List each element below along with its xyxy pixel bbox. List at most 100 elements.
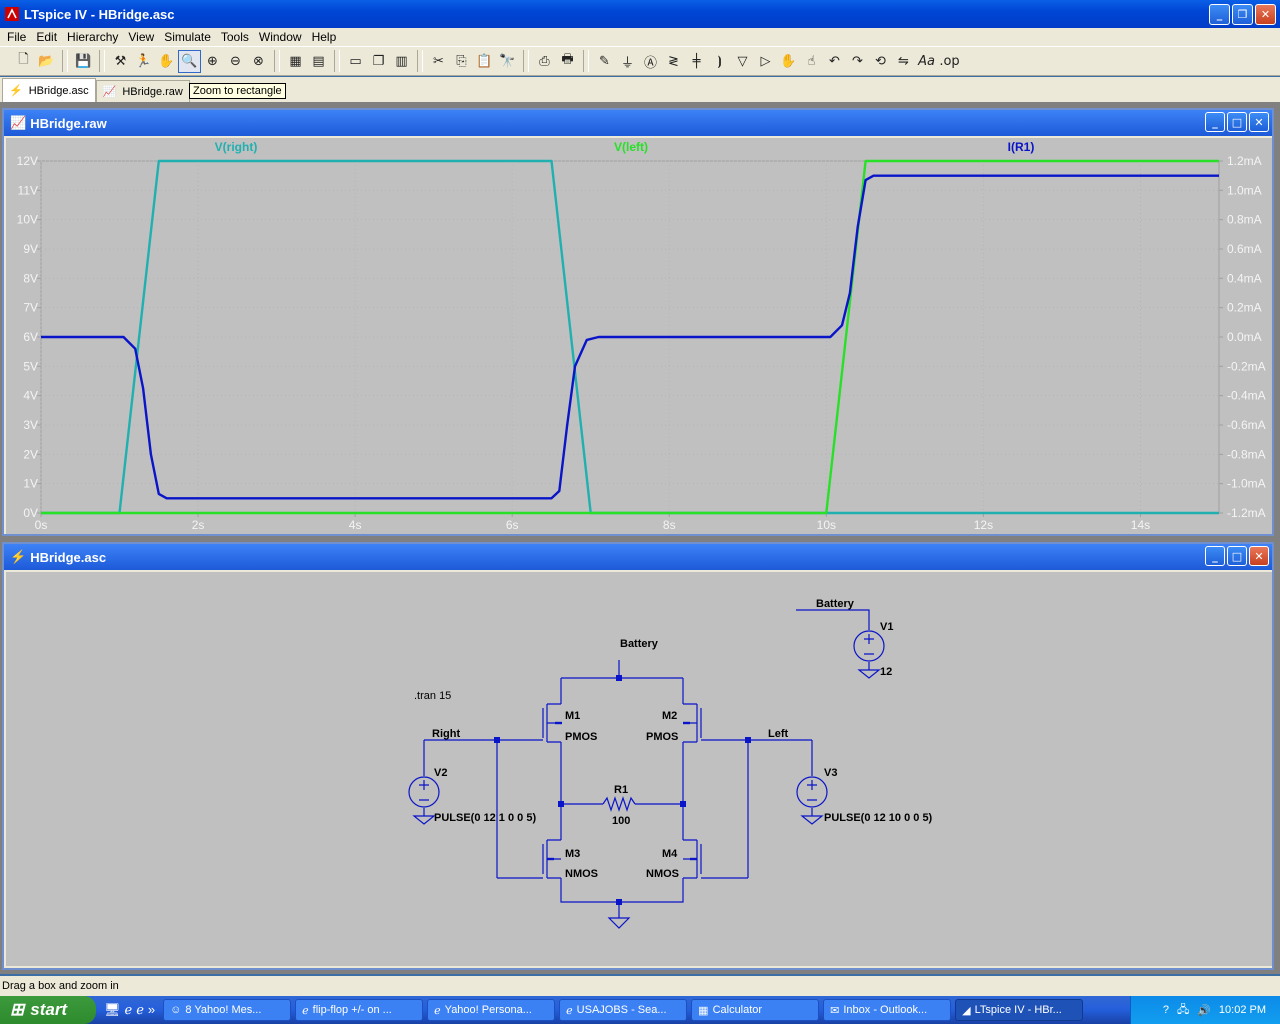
schematic-window-titlebar[interactable]: ⚡ HBridge.asc _ □ ✕ — [4, 544, 1272, 570]
label-m1-model[interactable]: PMOS — [565, 731, 597, 743]
find-icon[interactable]: 🔭 — [499, 53, 516, 69]
taskbar-item-ltspice[interactable]: ◢LTspice IV - HBr... — [955, 999, 1084, 1021]
taskbar-item-calculator[interactable]: ▦Calculator — [691, 999, 820, 1021]
component-icon[interactable]: ▷ — [760, 53, 771, 69]
label-v3[interactable]: V3 — [824, 767, 837, 779]
waveform-window-titlebar[interactable]: 📈 HBridge.raw _ □ ✕ — [4, 110, 1272, 136]
minimize-button[interactable]: _ — [1205, 112, 1225, 132]
run-icon[interactable]: 🏃 — [135, 53, 152, 69]
taskbar-item-outlook[interactable]: ✉Inbox - Outlook... — [823, 999, 952, 1021]
menu-simulate[interactable]: Simulate — [164, 30, 211, 44]
undo-icon[interactable]: ↶ — [829, 53, 840, 69]
voltage-source-v1[interactable] — [853, 630, 885, 662]
open-icon[interactable]: 📂 — [38, 53, 55, 69]
net-label-battery[interactable]: Battery — [620, 638, 659, 650]
zoom-out-icon[interactable]: ⊖ — [230, 53, 241, 69]
settings-icon[interactable]: ⚒ — [114, 53, 127, 69]
ground-icon[interactable]: ⏚ — [620, 55, 634, 71]
capacitor-icon[interactable]: ╪ — [692, 53, 701, 69]
label-m3-model[interactable]: NMOS — [565, 868, 598, 880]
label-m4[interactable]: M4 — [662, 848, 678, 860]
save-icon[interactable]: 💾 — [75, 53, 92, 69]
print-setup-icon[interactable]: ⎙ — [539, 53, 550, 69]
menu-hierarchy[interactable]: Hierarchy — [67, 30, 119, 44]
volume-icon[interactable]: 🔊 — [1197, 1004, 1211, 1017]
zoom-in-icon[interactable]: ⊕ — [207, 53, 218, 69]
ie-icon[interactable]: ℯ — [124, 1002, 133, 1017]
menu-tools[interactable]: Tools — [220, 30, 249, 44]
maximize-button[interactable]: □ — [1227, 112, 1247, 132]
app-titlebar[interactable]: LTspice IV - HBridge.asc _ ❐ ✕ — [0, 0, 1280, 28]
spice-directive-tran[interactable]: .tran 15 — [414, 690, 451, 702]
spice-directive-icon[interactable]: .op — [939, 53, 960, 69]
minimize-button[interactable]: _ — [1205, 546, 1225, 566]
redo-icon[interactable]: ↷ — [852, 53, 863, 69]
trace-label[interactable]: V(left) — [614, 140, 648, 154]
cascade-icon[interactable]: ❐ — [372, 53, 385, 69]
label-r1-value[interactable]: 100 — [612, 815, 630, 827]
menu-view[interactable]: View — [128, 30, 155, 44]
label-v1-value[interactable]: 12 — [880, 666, 892, 678]
label-net-icon[interactable]: Ⓐ — [643, 55, 657, 71]
mosfet-m1[interactable] — [542, 703, 562, 743]
paste-icon[interactable]: 📋 — [476, 53, 493, 69]
menu-help[interactable]: Help — [311, 30, 337, 44]
drag-icon[interactable]: ☝ — [807, 53, 816, 69]
minimize-button[interactable]: _ — [1209, 4, 1230, 25]
tile-horizontal-icon[interactable]: ▭ — [349, 53, 362, 69]
resistor-r1[interactable] — [602, 796, 636, 812]
tab-hbridge-asc[interactable]: ⚡ HBridge.asc — [2, 78, 96, 102]
ie-icon[interactable]: ℯ — [136, 1002, 144, 1017]
close-button[interactable]: ✕ — [1249, 112, 1269, 132]
new-schematic-icon[interactable]: 🗋 — [18, 52, 29, 67]
network-icon[interactable]: 🖧 — [1176, 1003, 1190, 1016]
zoom-fit-icon[interactable]: ⊗ — [253, 53, 264, 69]
trace-label[interactable]: I(R1) — [1008, 140, 1035, 154]
diode-icon[interactable]: ▽ — [737, 53, 748, 69]
autorange-icon[interactable]: ▦ — [289, 53, 302, 69]
label-m2-model[interactable]: PMOS — [646, 731, 678, 743]
trace-label[interactable]: V(right) — [215, 140, 258, 154]
schematic-drawing[interactable]: Battery Battery V1 12 .tran 15 Right Lef… — [6, 572, 1274, 966]
net-label-right[interactable]: Right — [432, 728, 460, 740]
menu-file[interactable]: File — [7, 30, 27, 44]
menu-window[interactable]: Window — [258, 30, 302, 44]
text-icon[interactable]: Aa — [918, 53, 935, 69]
label-v1[interactable]: V1 — [880, 621, 893, 633]
cut-icon[interactable]: ✂ — [433, 53, 444, 69]
label-m2[interactable]: M2 — [662, 710, 677, 722]
label-v2[interactable]: V2 — [434, 767, 447, 779]
mirror-icon[interactable]: ⇋ — [898, 53, 909, 69]
label-m4-model[interactable]: NMOS — [646, 868, 679, 880]
zoom-rect-icon[interactable]: 🔍 — [178, 49, 201, 73]
close-button[interactable]: ✕ — [1249, 546, 1269, 566]
chevron-icon[interactable]: » — [147, 1002, 156, 1017]
label-m1[interactable]: M1 — [565, 710, 580, 722]
mosfet-m3[interactable] — [542, 839, 561, 879]
waveform-plot[interactable]: 12V11V10V9V8V7V6V5V4V3V2V1V0V1.2mA1.0mA0… — [6, 138, 1274, 534]
start-button[interactable]: ⊞ start — [0, 996, 96, 1024]
net-label-battery-v1[interactable]: Battery — [816, 598, 855, 610]
desktop-icon[interactable]: 🖥 — [104, 1002, 121, 1017]
maximize-button[interactable]: □ — [1227, 546, 1247, 566]
label-v2-value[interactable]: PULSE(0 12 1 0 0 5) — [434, 812, 536, 824]
mosfet-m4[interactable] — [683, 839, 702, 879]
label-v3-value[interactable]: PULSE(0 12 10 0 0 5) — [824, 812, 933, 824]
copy-icon[interactable]: ⎘ — [456, 53, 467, 69]
restore-button[interactable]: ❐ — [1232, 4, 1253, 25]
voltage-source-v3[interactable] — [796, 776, 828, 808]
grid-icon[interactable]: ▤ — [312, 53, 325, 69]
rotate-icon[interactable]: ⟲ — [875, 53, 886, 69]
mosfet-m2[interactable] — [683, 703, 702, 743]
tile-vertical-icon[interactable]: ▥ — [395, 53, 408, 69]
move-icon[interactable]: ✋ — [780, 53, 797, 69]
resistor-icon[interactable]: ≷ — [668, 53, 679, 69]
schematic-canvas[interactable]: Battery Battery V1 12 .tran 15 Right Lef… — [6, 572, 1274, 966]
taskbar-item-yahoo-messenger[interactable]: ☺8 Yahoo! Mes... — [163, 999, 292, 1021]
menu-edit[interactable]: Edit — [36, 30, 58, 44]
close-button[interactable]: ✕ — [1255, 4, 1276, 25]
